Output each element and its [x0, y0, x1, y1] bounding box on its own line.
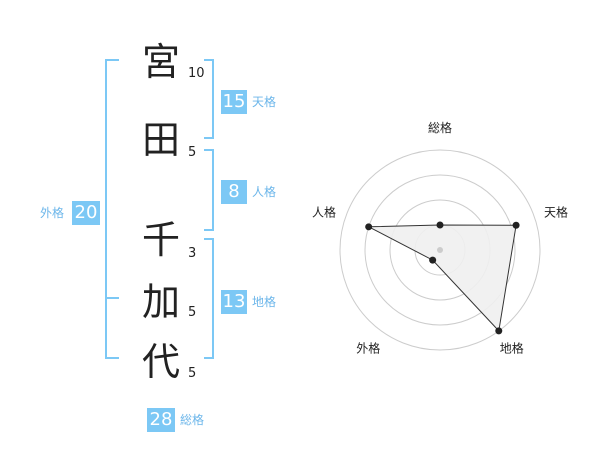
radar-point-1 — [436, 221, 444, 229]
radar-point-4 — [429, 256, 437, 264]
jinkaku-label: 人格 — [252, 185, 277, 199]
radar-polygon — [368, 224, 517, 332]
radar-axis-label-2: 天格 — [544, 204, 568, 219]
radar-point-2 — [512, 221, 520, 229]
radar-axis-label-5: 人格 — [312, 204, 336, 219]
soukaku-label: 総格 — [180, 413, 205, 427]
name-char-4: 加 — [141, 280, 180, 324]
radar-axis-label-4: 外格 — [356, 341, 380, 356]
stroke-count-4: 5 — [188, 305, 197, 320]
soukaku-value-badge: 28 — [147, 408, 175, 432]
radar-axis-label-3: 地格 — [500, 341, 524, 356]
name-char-1: 宮 — [141, 40, 180, 84]
radar-point-5 — [365, 223, 373, 231]
radar-point-3 — [495, 327, 503, 335]
radar-points — [365, 221, 520, 335]
tenkaku-label: 天格 — [252, 95, 277, 109]
gaikaku-bracket — [105, 59, 119, 359]
jinkaku-value-badge: 8 — [221, 180, 247, 204]
tenkaku-bracket — [204, 59, 214, 139]
radar-axis-label-1: 総格 — [428, 120, 452, 135]
gaikaku-label: 外格 — [40, 206, 65, 220]
stroke-count-1: 10 — [188, 66, 205, 81]
radar-ring — [364, 174, 516, 326]
gaikaku-value-badge: 20 — [72, 201, 100, 225]
stroke-count-2: 5 — [188, 145, 197, 160]
radar-center-dot — [437, 247, 443, 253]
chikaku-value-badge: 13 — [221, 290, 247, 314]
name-char-2: 田 — [141, 118, 180, 162]
name-char-5: 代 — [141, 340, 180, 384]
radar-ring — [339, 149, 541, 351]
radar-grid — [339, 149, 541, 351]
chikaku-bracket — [204, 238, 214, 359]
stroke-count-5: 5 — [188, 366, 197, 381]
tenkaku-value-badge: 15 — [221, 90, 247, 114]
jinkaku-bracket — [204, 149, 214, 231]
name-char-3: 千 — [141, 218, 180, 262]
stroke-count-3: 3 — [188, 246, 197, 261]
chikaku-label: 地格 — [252, 295, 277, 309]
